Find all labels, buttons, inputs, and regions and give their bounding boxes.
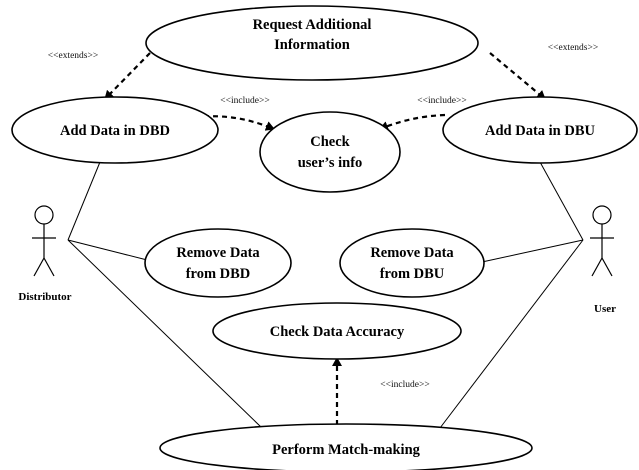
- use-case-add-dbu[interactable]: Add Data in DBU: [442, 96, 638, 164]
- assoc-user-match-making: [439, 239, 584, 429]
- svg-text:Perform Match-making: Perform Match-making: [272, 442, 421, 458]
- actor-user[interactable]: User: [590, 205, 616, 315]
- extends-arrow-right: [489, 52, 546, 100]
- actor-label: Distributor: [18, 291, 71, 303]
- svg-text:Check: Check: [310, 134, 350, 150]
- svg-text:Add Data in DBU: Add Data in DBU: [485, 123, 596, 139]
- use-case-check-accuracy[interactable]: Check Data Accuracy: [212, 302, 462, 360]
- include-label-left: <<include>>: [220, 96, 269, 106]
- extends-label-left: <<extends>>: [48, 51, 98, 61]
- svg-text:from DBD: from DBD: [186, 266, 251, 282]
- svg-text:Information: Information: [274, 37, 350, 53]
- svg-text:Remove Data: Remove Data: [176, 245, 260, 261]
- extends-label-right: <<extends>>: [548, 43, 598, 53]
- use-case-remove-dbd[interactable]: Remove Data from DBD: [144, 228, 292, 298]
- use-case-match-making[interactable]: Perform Match-making: [159, 423, 533, 470]
- use-case-request-info[interactable]: Request Additional Information: [145, 5, 479, 81]
- assoc-distributor-add-dbd: [67, 161, 101, 241]
- assoc-distributor-remove-dbd: [67, 239, 156, 263]
- svg-text:Add Data in DBD: Add Data in DBD: [60, 123, 170, 139]
- include-label-right: <<include>>: [417, 96, 466, 106]
- stick-figure-icon: [590, 205, 614, 277]
- svg-text:user’s info: user’s info: [298, 155, 363, 171]
- use-case-remove-dbu[interactable]: Remove Data from DBU: [339, 228, 485, 298]
- actor-distributor[interactable]: Distributor: [18, 205, 72, 303]
- assoc-user-add-dbu: [539, 161, 584, 241]
- extends-arrow-left: [104, 52, 151, 100]
- include-arrow-right: [379, 113, 446, 131]
- use-case-check-user-info[interactable]: Check user’s info: [259, 111, 401, 193]
- svg-text:Check Data Accuracy: Check Data Accuracy: [270, 324, 405, 340]
- associations: [67, 161, 584, 429]
- actor-label: User: [594, 303, 616, 315]
- stick-figure-icon: [32, 205, 56, 277]
- use-case-add-dbd[interactable]: Add Data in DBD: [11, 96, 219, 164]
- svg-text:Remove Data: Remove Data: [370, 245, 454, 261]
- assoc-user-remove-dbu: [481, 239, 584, 263]
- svg-text:Request Additional: Request Additional: [253, 17, 372, 33]
- include-label-bottom: <<include>>: [380, 380, 429, 390]
- svg-text:from DBU: from DBU: [380, 266, 445, 282]
- assoc-distributor-match-making: [67, 239, 263, 429]
